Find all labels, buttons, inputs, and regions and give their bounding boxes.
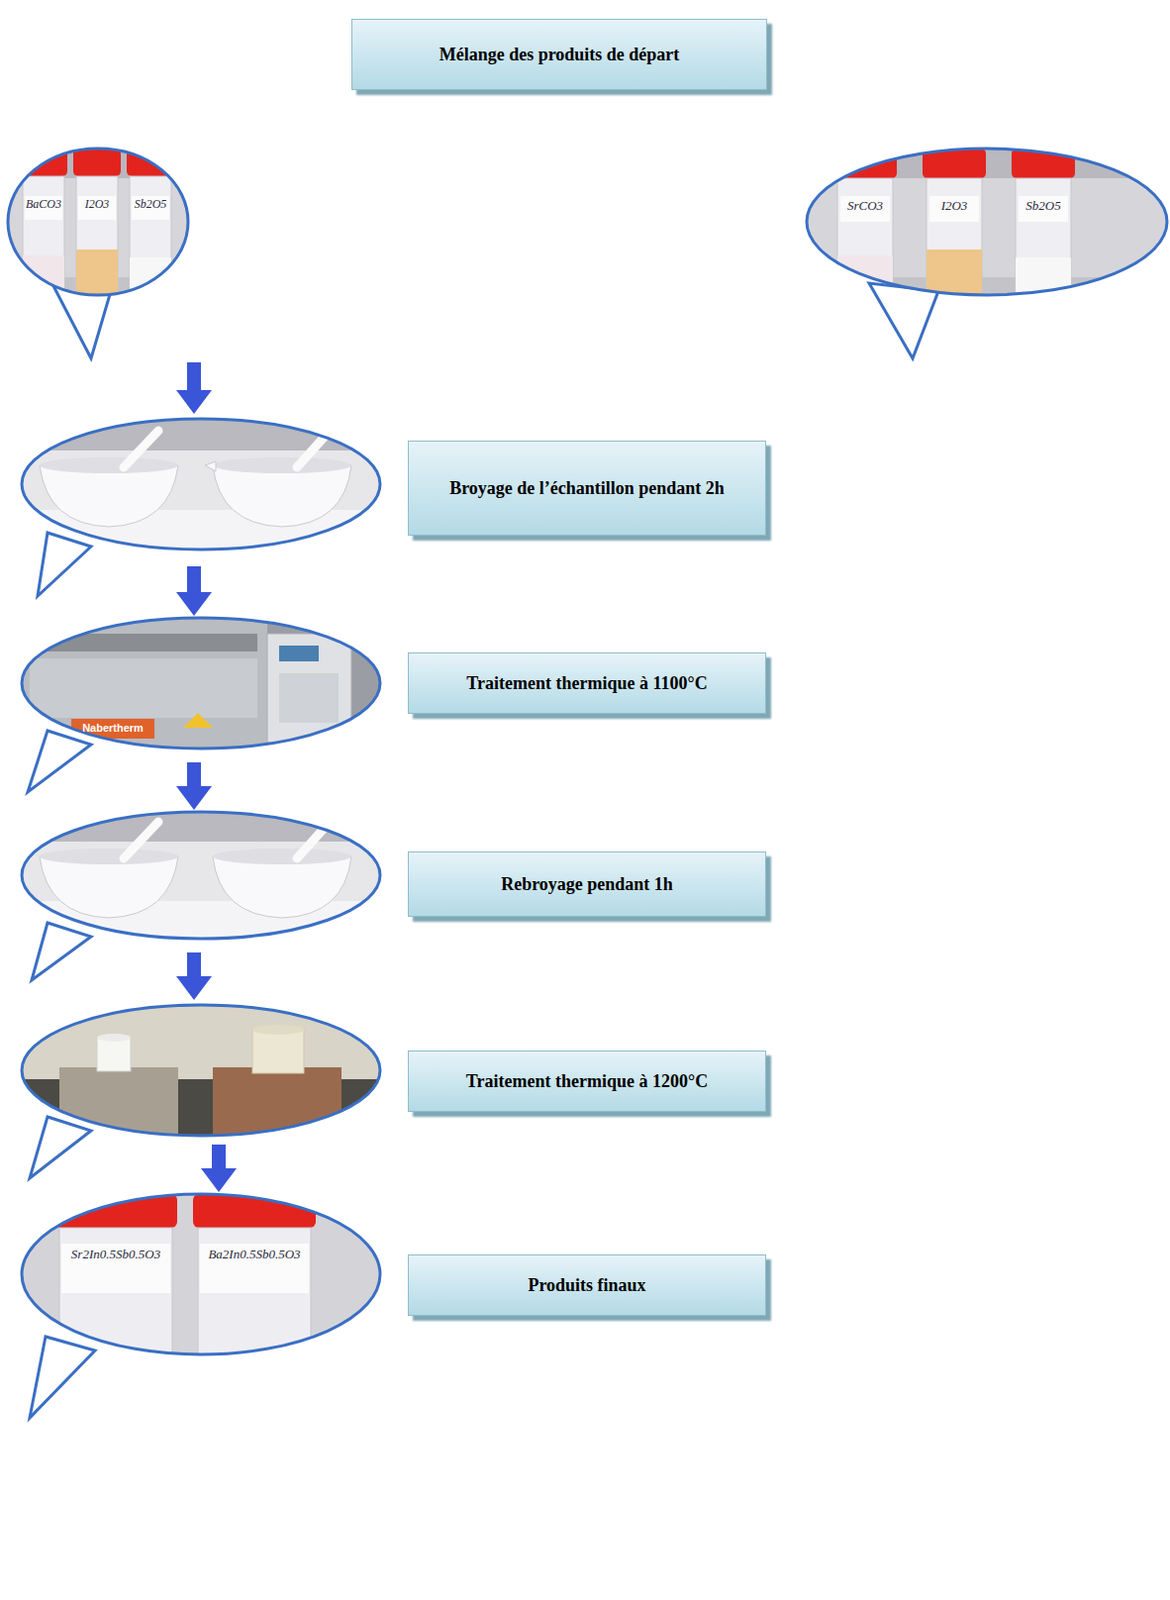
photo-bubble bbox=[19, 415, 387, 596]
photo-bubble bbox=[19, 1187, 387, 1418]
photo-bubble bbox=[801, 138, 1170, 359]
step-box: Produits finaux bbox=[407, 1254, 767, 1316]
jar-label: I2O3 bbox=[927, 198, 981, 213]
brand-label: Nabertherm bbox=[71, 721, 155, 734]
photo-bubble bbox=[19, 999, 387, 1178]
step-box: Broyage de l’échantillon pendant 2h bbox=[407, 440, 767, 536]
step-text: Produits finaux bbox=[527, 1273, 646, 1297]
flow-arrow bbox=[200, 1144, 237, 1192]
jar-label: Sb2O5 bbox=[1016, 198, 1071, 213]
flow-arrow bbox=[176, 362, 212, 414]
step-text: Rebroyage pendant 1h bbox=[500, 873, 674, 896]
photo-bubble bbox=[19, 806, 387, 980]
jar-label: I2O3 bbox=[76, 197, 118, 211]
step-text: Broyage de l’échantillon pendant 2h bbox=[449, 477, 725, 500]
jar-label: Sb2O5 bbox=[129, 197, 172, 211]
title-box: Mélange des produits de départ bbox=[351, 18, 768, 91]
flow-arrow bbox=[176, 762, 212, 810]
photo-bubble bbox=[0, 138, 198, 359]
step-box: Traitement thermique à 1200°C bbox=[407, 1050, 767, 1112]
jar-label: Sr2In0.5Sb0.5O3 bbox=[63, 1247, 169, 1262]
step-text: Traitement thermique à 1100°C bbox=[466, 672, 707, 695]
jar-label: BaCO3 bbox=[22, 197, 65, 211]
step-box: Rebroyage pendant 1h bbox=[407, 851, 767, 917]
flow-arrow bbox=[176, 952, 212, 1000]
step-text: Traitement thermique à 1200°C bbox=[466, 1070, 708, 1093]
step-box: Traitement thermique à 1100°C bbox=[407, 652, 767, 714]
photo-bubble bbox=[19, 613, 387, 792]
jar-label: Ba2In0.5Sb0.5O3 bbox=[201, 1247, 307, 1262]
step-text: Mélange des produits de départ bbox=[439, 43, 681, 67]
jar-label: SrCO3 bbox=[838, 198, 892, 213]
flow-arrow bbox=[176, 566, 212, 616]
